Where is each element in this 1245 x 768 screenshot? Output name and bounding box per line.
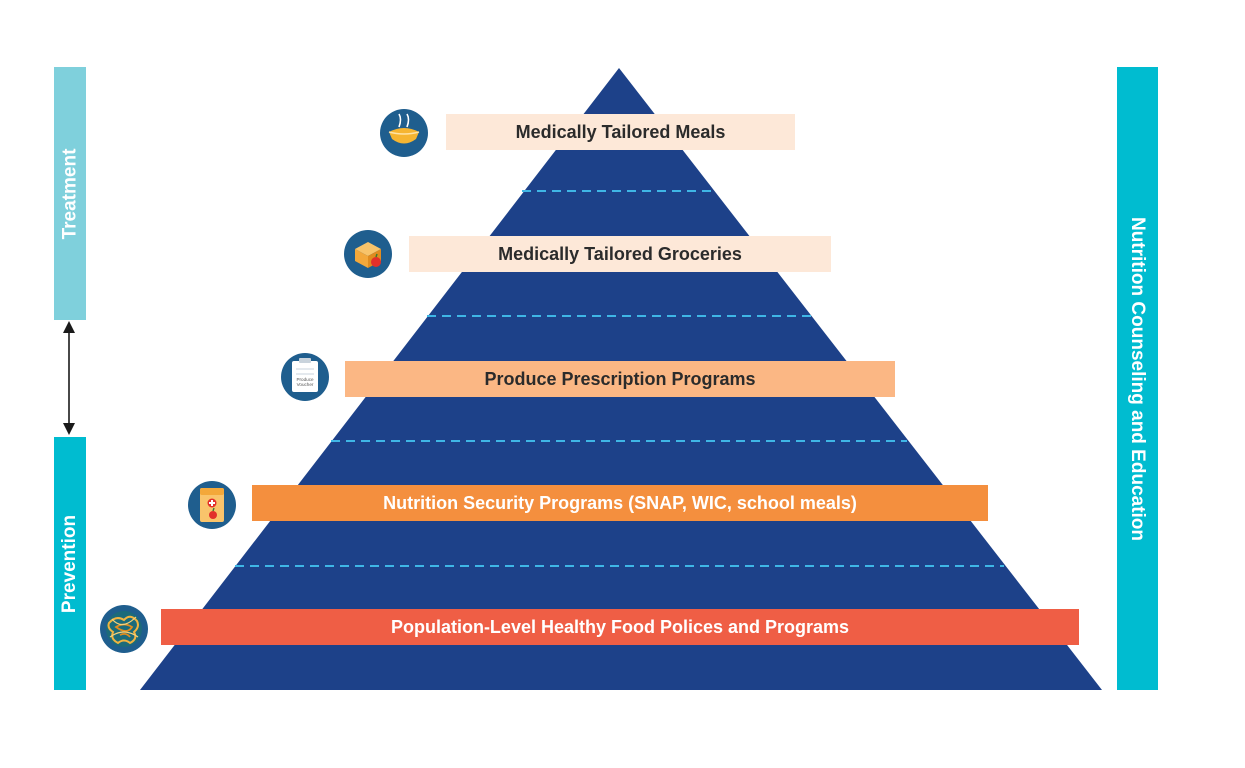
globe-population-icon [100, 605, 148, 653]
tier-population-level-policies: Population-Level Healthy Food Polices an… [161, 609, 1079, 645]
tier-produce-prescription-programs: Produce Prescription Programs [345, 361, 895, 397]
meal-bowl-icon [380, 109, 428, 157]
double-arrow-icon [63, 321, 75, 435]
grocery-box-icon [344, 230, 392, 278]
nutrition-card-icon [188, 481, 236, 529]
voucher-text-line: Produce [296, 377, 314, 382]
treatment-bar: Treatment [54, 67, 86, 320]
treatment-label: Treatment [59, 148, 80, 239]
tier-medically-tailored-groceries: Medically Tailored Groceries [409, 236, 831, 272]
voucher-text-line: Voucher [297, 382, 314, 387]
nutrition-counseling-bar: Nutrition Counseling and Education [1117, 67, 1158, 690]
tier-nutrition-security-programs: Nutrition Security Programs (SNAP, WIC, … [252, 485, 988, 521]
prevention-bar: Prevention [54, 437, 86, 690]
nutrition-counseling-label: Nutrition Counseling and Education [1127, 216, 1149, 541]
prevention-label: Prevention [59, 514, 81, 613]
produce-voucher-icon: Produce Voucher [281, 353, 329, 401]
tier-medically-tailored-meals: Medically Tailored Meals [446, 114, 795, 150]
